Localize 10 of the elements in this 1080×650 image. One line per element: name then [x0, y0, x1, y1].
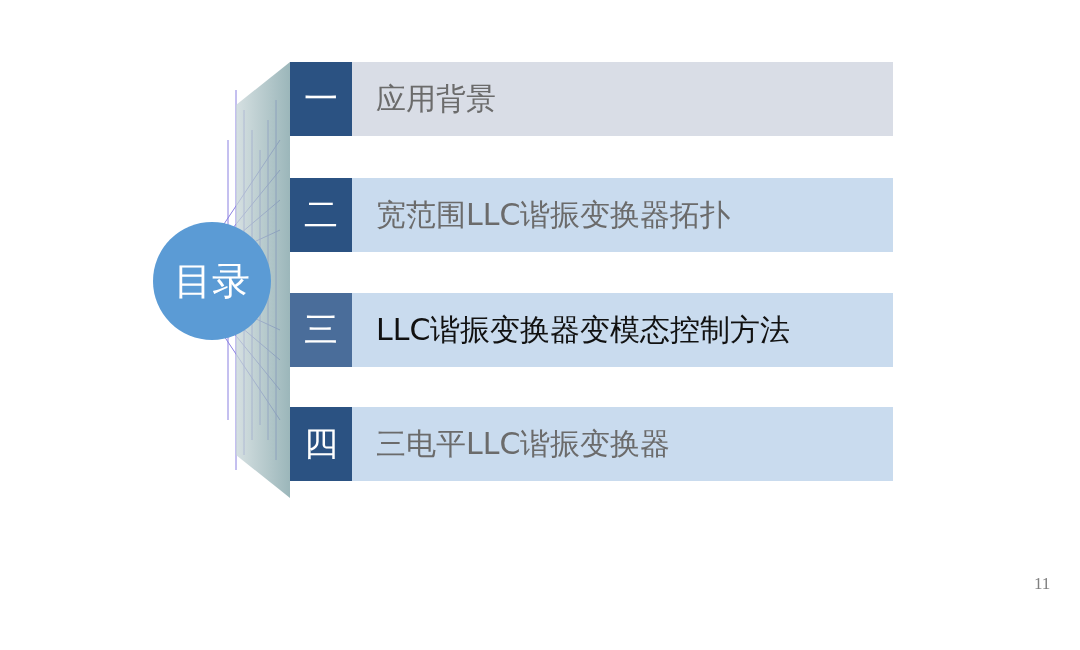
section-number: 一: [290, 62, 352, 136]
section-title: LLC谐振变换器变模态控制方法: [352, 293, 893, 367]
page-number: 11: [1034, 574, 1051, 594]
section-number: 四: [290, 407, 352, 481]
title-circle: 目录: [153, 222, 271, 340]
section-title: 宽范围LLC谐振变换器拓扑: [352, 178, 893, 252]
section-number: 三: [290, 293, 352, 367]
section-title: 应用背景: [352, 62, 893, 136]
section-title: 三电平LLC谐振变换器: [352, 407, 893, 481]
section-number: 二: [290, 178, 352, 252]
